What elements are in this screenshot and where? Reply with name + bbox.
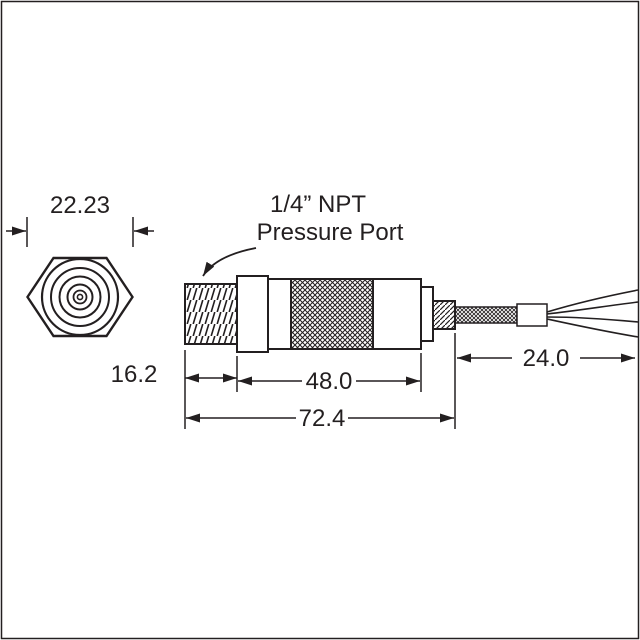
dim-cable-length: 24.0	[454, 333, 635, 429]
port-circle	[50, 267, 110, 327]
port-circle	[58, 275, 102, 319]
dim-overall-length-label: 72.4	[299, 405, 346, 432]
wire-strand	[546, 318, 639, 338]
port-circle-inner	[72, 289, 88, 305]
wire-strand	[546, 289, 639, 313]
port-label-line1: 1/4” NPT	[270, 191, 366, 218]
port-circle	[66, 283, 94, 311]
dim-overall-length: 72.4	[186, 405, 454, 432]
knurl-section	[290, 278, 374, 350]
dim-cable-length-label: 24.0	[523, 345, 570, 372]
leader-arrow	[202, 247, 257, 277]
port-label-line2: Pressure Port	[257, 219, 404, 246]
dim-front-width: 22.23	[6, 192, 154, 247]
wire-strand	[546, 316, 639, 323]
dim-body-length: 48.0	[238, 353, 422, 395]
strain-relief	[432, 300, 456, 330]
dim-body-length-label: 48.0	[306, 368, 353, 395]
port-circle-center	[76, 293, 84, 301]
wire-strand	[546, 301, 639, 315]
hex-nut-front-outline	[26, 256, 134, 338]
wire-strands	[546, 289, 639, 338]
dim-front-width-label: 22.23	[50, 192, 110, 219]
front-view	[26, 256, 134, 338]
side-view	[184, 275, 639, 353]
dim-thread-length: 16.2	[111, 350, 238, 429]
cable-braid	[454, 306, 518, 324]
hex-nut-side	[236, 275, 269, 353]
dim-thread-length-label: 16.2	[111, 361, 158, 388]
thread-section	[184, 283, 238, 345]
end-ring	[420, 286, 434, 342]
cable-ferrule	[516, 303, 548, 327]
port-annotation: 1/4” NPT Pressure Port	[202, 191, 404, 277]
port-circle-outer	[40, 257, 120, 337]
